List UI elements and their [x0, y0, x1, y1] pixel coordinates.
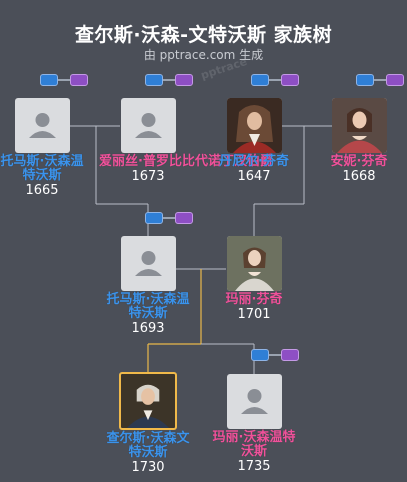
male-branch-icon[interactable] — [145, 212, 163, 224]
person-photo — [119, 372, 177, 430]
person-photo — [120, 236, 176, 291]
person-birth-year: 1647 — [237, 169, 271, 184]
page-title: 查尔斯·沃森-文特沃斯 家族树 — [74, 24, 333, 46]
person-card-p3[interactable]: 丹尼尔·芬奇 1647 — [209, 98, 299, 184]
overlapping-label-text: 比代诺丁汉伯爵 — [181, 154, 273, 169]
person-placeholder-icon — [134, 113, 162, 138]
person-card-p8[interactable]: 玛丽·沃森温特沃斯 1735 — [209, 374, 299, 474]
person-photo — [331, 98, 387, 153]
person-card-p4[interactable]: 安妮·芬奇 1668 — [314, 98, 404, 184]
person-placeholder-icon — [134, 251, 162, 276]
person-birth-year: 1735 — [237, 459, 271, 474]
person-photo — [226, 98, 282, 153]
person-birth-year: 1673 — [131, 169, 165, 184]
male-branch-icon[interactable] — [40, 74, 58, 86]
expand-toggle-p2[interactable] — [145, 74, 195, 86]
person-birth-year: 1665 — [25, 183, 59, 198]
person-name: 托马斯·沃森温特沃斯 — [0, 154, 84, 183]
person-name: 查尔斯·沃森文特沃斯 — [106, 431, 190, 460]
expand-toggle-p5[interactable] — [145, 212, 195, 224]
person-birth-year: 1701 — [237, 307, 271, 322]
expand-toggle-p1[interactable] — [40, 74, 90, 86]
person-photo — [120, 98, 176, 153]
person-placeholder-icon — [28, 113, 56, 138]
page-subtitle: 由 pptrace.com 生成 — [143, 48, 264, 62]
portrait-woman-icon — [226, 236, 282, 291]
expand-toggle-p4[interactable] — [356, 74, 406, 86]
person-card-p1[interactable]: 托马斯·沃森温特沃斯 1665 — [0, 98, 87, 198]
male-branch-icon[interactable] — [251, 74, 269, 86]
female-branch-icon[interactable] — [281, 74, 299, 86]
female-branch-icon[interactable] — [175, 212, 193, 224]
person-card-p2[interactable]: 爱丽丝·普罗比比代诺丁汉伯爵 1673 — [99, 98, 273, 184]
person-name: 爱丽丝·普罗比比代诺丁汉伯爵 — [99, 154, 273, 169]
person-placeholder-icon — [240, 389, 268, 414]
portrait-woman-icon — [331, 98, 387, 153]
male-branch-icon[interactable] — [356, 74, 374, 86]
person-photo — [226, 374, 282, 429]
person-photo — [14, 98, 70, 153]
person-name: 玛丽·芬奇 — [225, 292, 283, 307]
female-branch-icon[interactable] — [175, 74, 193, 86]
male-branch-icon[interactable] — [251, 349, 269, 361]
person-card-p7-selected[interactable]: 查尔斯·沃森文特沃斯 1730 — [103, 372, 193, 475]
person-name: 玛丽·沃森温特沃斯 — [212, 430, 296, 459]
person-birth-year: 1668 — [342, 169, 376, 184]
portrait-man-icon — [121, 374, 175, 428]
expand-toggle-p3[interactable] — [251, 74, 301, 86]
person-card-p5[interactable]: 托马斯·沃森温特沃斯 1693 — [103, 236, 193, 336]
expand-toggle-p8[interactable] — [251, 349, 301, 361]
person-birth-year: 1730 — [131, 460, 165, 475]
person-card-p6[interactable]: 玛丽·芬奇 1701 — [209, 236, 299, 322]
female-branch-icon[interactable] — [386, 74, 404, 86]
female-branch-icon[interactable] — [281, 349, 299, 361]
person-photo — [226, 236, 282, 291]
female-branch-icon[interactable] — [70, 74, 88, 86]
person-name: 安妮·芬奇 — [330, 154, 388, 169]
portrait-man-icon — [226, 98, 282, 153]
person-name: 丹尼尔·芬奇 — [219, 154, 289, 169]
person-birth-year: 1693 — [131, 321, 165, 336]
person-name: 托马斯·沃森温特沃斯 — [106, 292, 190, 321]
male-branch-icon[interactable] — [145, 74, 163, 86]
